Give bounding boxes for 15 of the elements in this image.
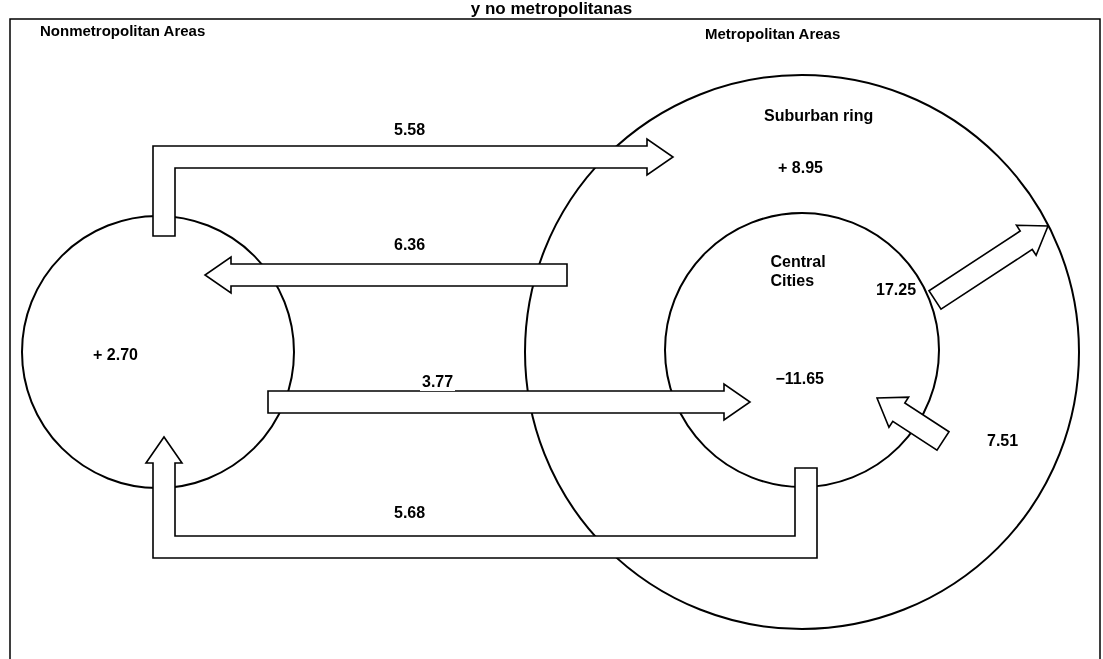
flow-arrow xyxy=(152,137,675,237)
region-value: + 2.70 xyxy=(93,345,138,365)
region-heading: Metropolitan Areas xyxy=(705,25,841,42)
region-value: + 8.95 xyxy=(778,158,823,178)
title: y no metropolitanas xyxy=(469,0,634,19)
flow-arrow xyxy=(927,224,1050,311)
region-name: Central Cities xyxy=(770,251,827,290)
flow-arrow xyxy=(203,255,568,295)
region-heading: Nonmetropolitan Areas xyxy=(40,22,206,39)
flow-arrow xyxy=(875,396,951,452)
region-name: Suburban ring xyxy=(764,106,874,126)
flow-value: 3.77 xyxy=(420,373,456,391)
region-value: −11.65 xyxy=(775,368,824,388)
flow-arrow xyxy=(267,382,752,422)
flow-arrow xyxy=(144,435,818,559)
